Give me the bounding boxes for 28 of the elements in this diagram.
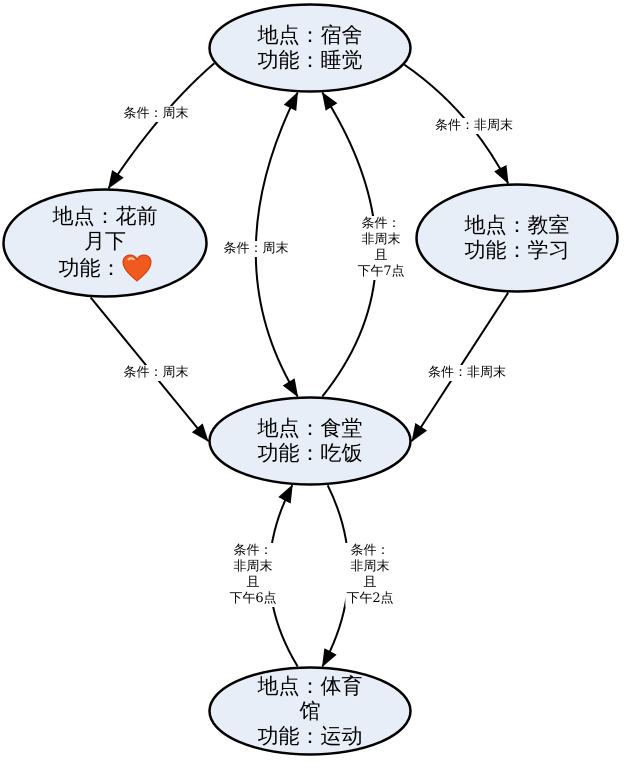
node-text: 地点：教室 bbox=[464, 213, 570, 238]
edge-label: 条件：非周末且下午6点 bbox=[228, 543, 278, 607]
ellipse-node bbox=[2, 188, 208, 298]
node-text: 功能：运动 bbox=[258, 724, 362, 748]
arrow bbox=[404, 64, 509, 184]
arrow bbox=[254, 92, 298, 398]
node-text: 地点：体育馆 bbox=[256, 674, 364, 724]
node-text: 功能： bbox=[58, 256, 122, 280]
edge-label: 条件：非周末 bbox=[434, 118, 514, 134]
node-text: 功能：学习 bbox=[464, 238, 570, 263]
edge-label: 条件：周末 bbox=[122, 106, 190, 122]
ellipse-node bbox=[415, 183, 619, 293]
node-text: 功能：吃饭 bbox=[258, 441, 362, 466]
arrow bbox=[108, 62, 215, 189]
node-text: 地点：食堂 bbox=[258, 416, 362, 441]
ellipse-node bbox=[208, 666, 412, 756]
edge-label: 条件：非周末且下午2点 bbox=[345, 543, 395, 607]
edge-label: 条件：非周末且下午7点 bbox=[356, 216, 406, 280]
ellipse-node bbox=[208, 396, 412, 486]
ellipse-node bbox=[208, 3, 412, 93]
edge-label: 条件：周末 bbox=[122, 365, 190, 381]
edge-label: 条件：非周末 bbox=[427, 365, 507, 381]
node-text: 地点：宿舍 bbox=[258, 23, 362, 48]
node-text: 功能：睡觉 bbox=[258, 48, 362, 73]
arrow bbox=[411, 292, 509, 442]
node-text: 地点：花前月下 bbox=[52, 204, 158, 254]
arrow bbox=[90, 296, 209, 442]
edge-label: 条件：周末 bbox=[222, 241, 290, 257]
